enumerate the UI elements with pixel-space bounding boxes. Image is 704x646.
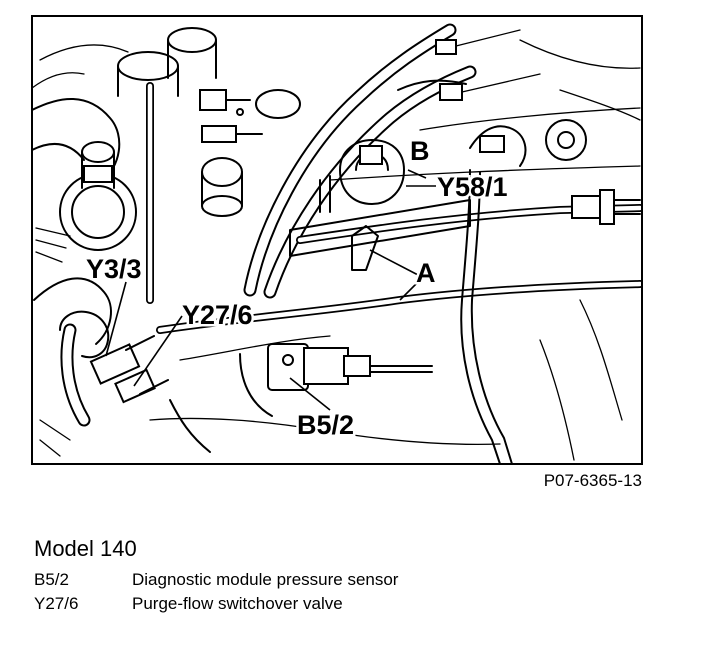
callout-b: B [410,136,430,166]
legend-row: B5/2 Diagnostic module pressure sensor [34,568,674,592]
callout-b5-2: B5/2 [297,410,354,440]
callout-y3-3: Y3/3 [86,254,142,284]
callout-a: A [416,258,436,288]
legend-description: Diagnostic module pressure sensor [132,570,399,589]
figure-frame [31,15,643,465]
legend-description: Purge-flow switchover valve [132,594,343,613]
legend: Model 140 B5/2 Diagnostic module pressure… [34,534,674,616]
leader-lines [105,169,471,411]
engine-linework [32,23,642,464]
legend-code: Y27/6 [34,594,79,613]
legend-code: B5/2 [34,570,69,589]
callout-y27-6: Y27/6 [182,300,253,330]
callout-y58-1: Y58/1 [437,172,508,202]
figure-code: P07-6365-13 [544,471,642,490]
legend-title: Model 140 [34,536,137,561]
legend-row: Y27/6 Purge-flow switchover valve [34,592,674,616]
